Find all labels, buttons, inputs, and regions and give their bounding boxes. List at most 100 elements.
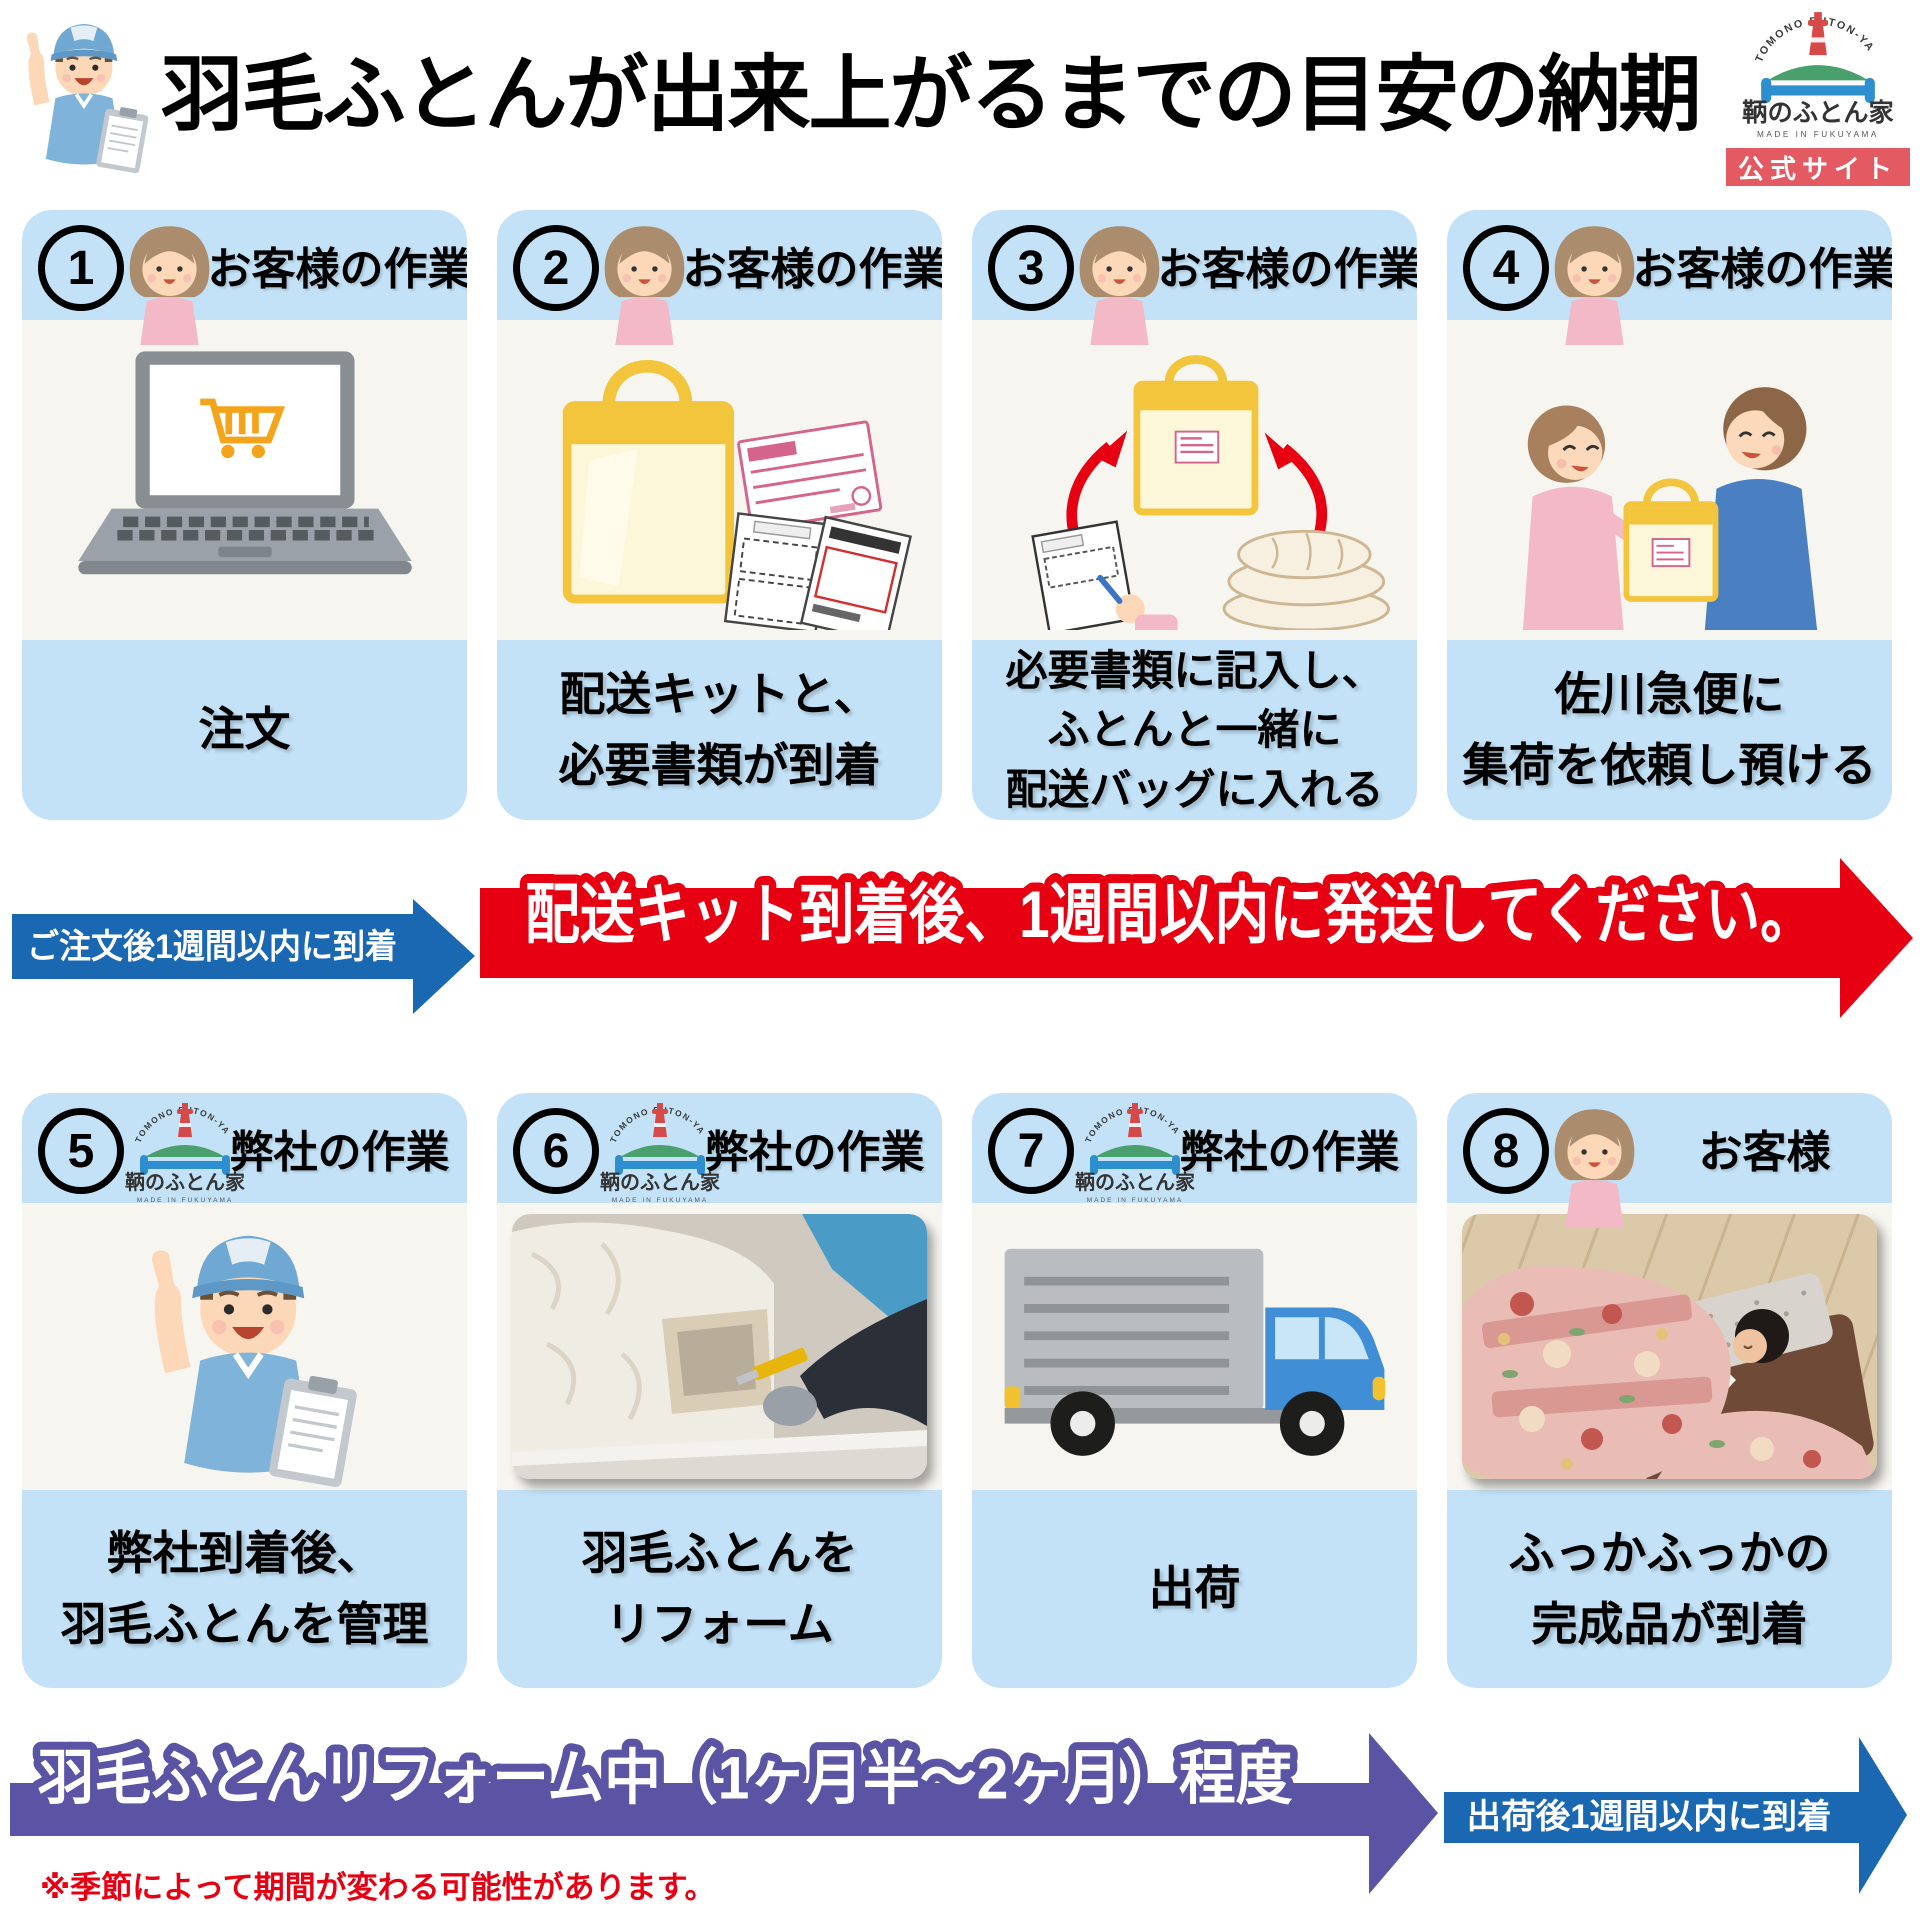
arrow-ship-deadline-label: 配送キット到着後、1週間以内に発送してください。 xyxy=(525,877,1815,951)
arrow-ship-deadline: 配送キット到着後、1週間以内に発送してください。 配送キット到着後、1週間以内に… xyxy=(480,858,1913,1018)
caption-line: 完成品が到着 xyxy=(1531,1598,1808,1650)
logo-subtitle: MADE IN FUKUYAMA xyxy=(612,1197,709,1204)
actor-label: 弊社の作業 xyxy=(229,1128,450,1177)
actor-label: 弊社の作業 xyxy=(704,1128,925,1177)
company-logo-icon: TOMONO FUTON-YA 鞆のふとん家 MADE IN FUKUYAMA xyxy=(1742,12,1894,139)
card-8-caption: ふっかふっかの 完成品が到着 xyxy=(1447,1490,1892,1688)
caption-line: ふっかふっかの xyxy=(1508,1526,1831,1579)
caption-line: 配送バッグに入れる xyxy=(1005,765,1384,813)
card-5-header: 5 TOMONO FUTON-YA 鞆のふとん家 MADE IN FUKUY xyxy=(22,1093,467,1204)
caption-line: 出荷 xyxy=(1148,1562,1241,1615)
card-step-5: 5 TOMONO FUTON-YA 鞆のふとん家 MADE IN FUKUY xyxy=(22,1093,467,1688)
pack-futon-icon xyxy=(1030,355,1390,630)
step-number: 8 xyxy=(1463,1108,1549,1194)
step-number: 2 xyxy=(513,225,599,311)
step-number: 3 xyxy=(988,225,1074,311)
step-number: 4 xyxy=(1463,225,1549,311)
card-5-image xyxy=(22,1203,467,1490)
actor-label: お客様 xyxy=(1698,1128,1831,1177)
staff-mascot-icon xyxy=(26,23,149,174)
card-1-caption: 注文 xyxy=(22,640,467,820)
card-6-caption: 羽毛ふとんを リフォーム xyxy=(497,1490,942,1688)
caption-line: 必要書類が到着 xyxy=(558,739,881,791)
customer-avatar-icon xyxy=(604,226,685,345)
company-logo: TOMONO FUTON-YA 鞆のふとん家 MADE IN FUKUYAMA … xyxy=(1722,2,1914,186)
futon-reform-photo xyxy=(512,1214,927,1479)
laptop-order-icon xyxy=(77,351,412,575)
caption-line: 羽毛ふとんを管理 xyxy=(60,1598,429,1650)
logo-name: 鞆のふとん家 xyxy=(1742,99,1894,127)
delivery-kit-icon xyxy=(562,360,912,630)
card-4-header: 4 お客様の作業 xyxy=(1447,210,1893,345)
caption-line: 佐川急便に xyxy=(1554,667,1785,720)
company-logo-icon: TOMONO FUTON-YA 鞆のふとん家 MADE IN FUKUYAMA xyxy=(125,1103,245,1204)
official-site-badge: 公式サイト xyxy=(1726,148,1910,186)
card-1-image xyxy=(22,320,467,640)
caption-line: 注文 xyxy=(198,703,291,756)
card-3-header: 3 お客様の作業 xyxy=(972,210,1417,345)
steps-row-2: 5 TOMONO FUTON-YA 鞆のふとん家 MADE IN FUKUY xyxy=(22,1093,1892,1688)
logo-subtitle: MADE IN FUKUYAMA xyxy=(137,1197,234,1204)
card-6-header: 6 TOMONO FUTON-YA 鞆のふとん家 MADE IN FUKUY xyxy=(497,1093,942,1204)
actor-label: お客様の作業 xyxy=(1632,245,1893,294)
card-step-1: 1 お客様の作業 xyxy=(22,210,467,820)
step-number: 6 xyxy=(513,1108,599,1194)
card-4-caption: 佐川急便に 集荷を依頼し預ける xyxy=(1447,640,1892,820)
actor-label: お客様の作業 xyxy=(682,245,943,294)
card-step-7: 7 TOMONO FUTON-YA 鞆のふとん家 MADE IN FUKUY xyxy=(972,1093,1417,1688)
caption-line: 弊社到着後、 xyxy=(106,1526,383,1579)
logo-subtitle: MADE IN FUKUYAMA xyxy=(1087,1197,1184,1204)
caption-line: 必要書類に記入し、 xyxy=(1005,646,1384,694)
card-8-header: 8 お客様 xyxy=(1447,1093,1892,1228)
card-7-header: 7 TOMONO FUTON-YA 鞆のふとん家 MADE IN FUKUY xyxy=(972,1093,1417,1204)
page-title: 羽毛ふとんが出来上がるまでの目安の納期 xyxy=(160,48,1702,141)
card-step-8: 8 お客様 xyxy=(1447,1093,1892,1688)
card-8-image xyxy=(1447,1203,1892,1490)
arrow-ship-deadline-outline: 配送キット到着後、1週間以内に発送してください。 xyxy=(525,877,1815,951)
logo-name: 鞆のふとん家 xyxy=(1075,1170,1195,1194)
card-step-2: 2 お客様の作業 xyxy=(497,210,942,820)
arrow-reform-duration-label: 羽毛ふとんリフォーム中（1ヶ月半～2ヶ月）程度 xyxy=(38,1745,1293,1812)
card-step-4: 4 お客様の作業 xyxy=(1447,210,1892,820)
card-3-image xyxy=(972,320,1417,640)
card-step-6: 6 TOMONO FUTON-YA 鞆のふとん家 MADE IN FUKUY xyxy=(497,1093,942,1688)
season-note: ※季節によって期間が変わる可能性があります。 xyxy=(40,1870,716,1905)
arrow-delivery: 出荷後1週間以内に到着 xyxy=(1444,1737,1907,1894)
caption-line: ふとんと一緒に xyxy=(1047,706,1342,754)
card-step-3: 3 お客様の作業 xyxy=(972,210,1417,820)
company-logo-icon: TOMONO FUTON-YA 鞆のふとん家 MADE IN FUKUYAMA xyxy=(1075,1103,1195,1204)
step-number: 7 xyxy=(988,1108,1074,1194)
courier-handoff-icon xyxy=(1522,387,1817,630)
arrow-order-arrival: ご注文後1週間以内に到着 xyxy=(12,899,475,1014)
logo-name: 鞆のふとん家 xyxy=(600,1170,720,1194)
caption-line: 集荷を依頼し預ける xyxy=(1462,739,1877,791)
arrow-delivery-label: 出荷後1週間以内に到着 xyxy=(1467,1798,1832,1836)
card-5-caption: 弊社到着後、 羽毛ふとんを管理 xyxy=(22,1490,467,1688)
caption-line: 配送キットと、 xyxy=(559,667,880,720)
arrow-order-arrival-label: ご注文後1週間以内に到着 xyxy=(27,928,397,966)
card-2-image xyxy=(497,320,942,640)
arrow-reform-duration-outline: 羽毛ふとんリフォーム中（1ヶ月半～2ヶ月）程度 xyxy=(38,1745,1293,1812)
delivery-truck-icon xyxy=(1004,1248,1385,1456)
card-3-caption: 必要書類に記入し、 ふとんと一緒に 配送バッグに入れる xyxy=(972,640,1417,820)
card-2-header: 2 お客様の作業 xyxy=(497,210,943,345)
arrow-reform-duration: 羽毛ふとんリフォーム中（1ヶ月半～2ヶ月）程度 羽毛ふとんリフォーム中（1ヶ月半… xyxy=(10,1733,1438,1894)
actor-label: 弊社の作業 xyxy=(1179,1128,1400,1177)
card-4-image xyxy=(1447,320,1892,640)
customer-avatar-icon xyxy=(1079,226,1160,345)
actor-label: お客様の作業 xyxy=(207,245,468,294)
card-1-header: 1 お客様の作業 xyxy=(22,210,468,345)
card-6-image xyxy=(497,1203,942,1490)
steps-row-1: 1 お客様の作業 xyxy=(22,210,1892,820)
company-logo-icon: TOMONO FUTON-YA 鞆のふとん家 MADE IN FUKUYAMA xyxy=(600,1103,720,1204)
step-number: 5 xyxy=(38,1108,124,1194)
card-2-caption: 配送キットと、 必要書類が到着 xyxy=(497,640,942,820)
staff-check-icon xyxy=(151,1235,357,1487)
card-7-image xyxy=(972,1203,1417,1490)
logo-subtitle: MADE IN FUKUYAMA xyxy=(1757,130,1879,139)
card-7-caption: 出荷 xyxy=(972,1490,1417,1688)
logo-name: 鞆のふとん家 xyxy=(125,1170,245,1194)
customer-avatar-icon xyxy=(1554,226,1635,345)
finished-futon-photo xyxy=(1462,1214,1877,1479)
